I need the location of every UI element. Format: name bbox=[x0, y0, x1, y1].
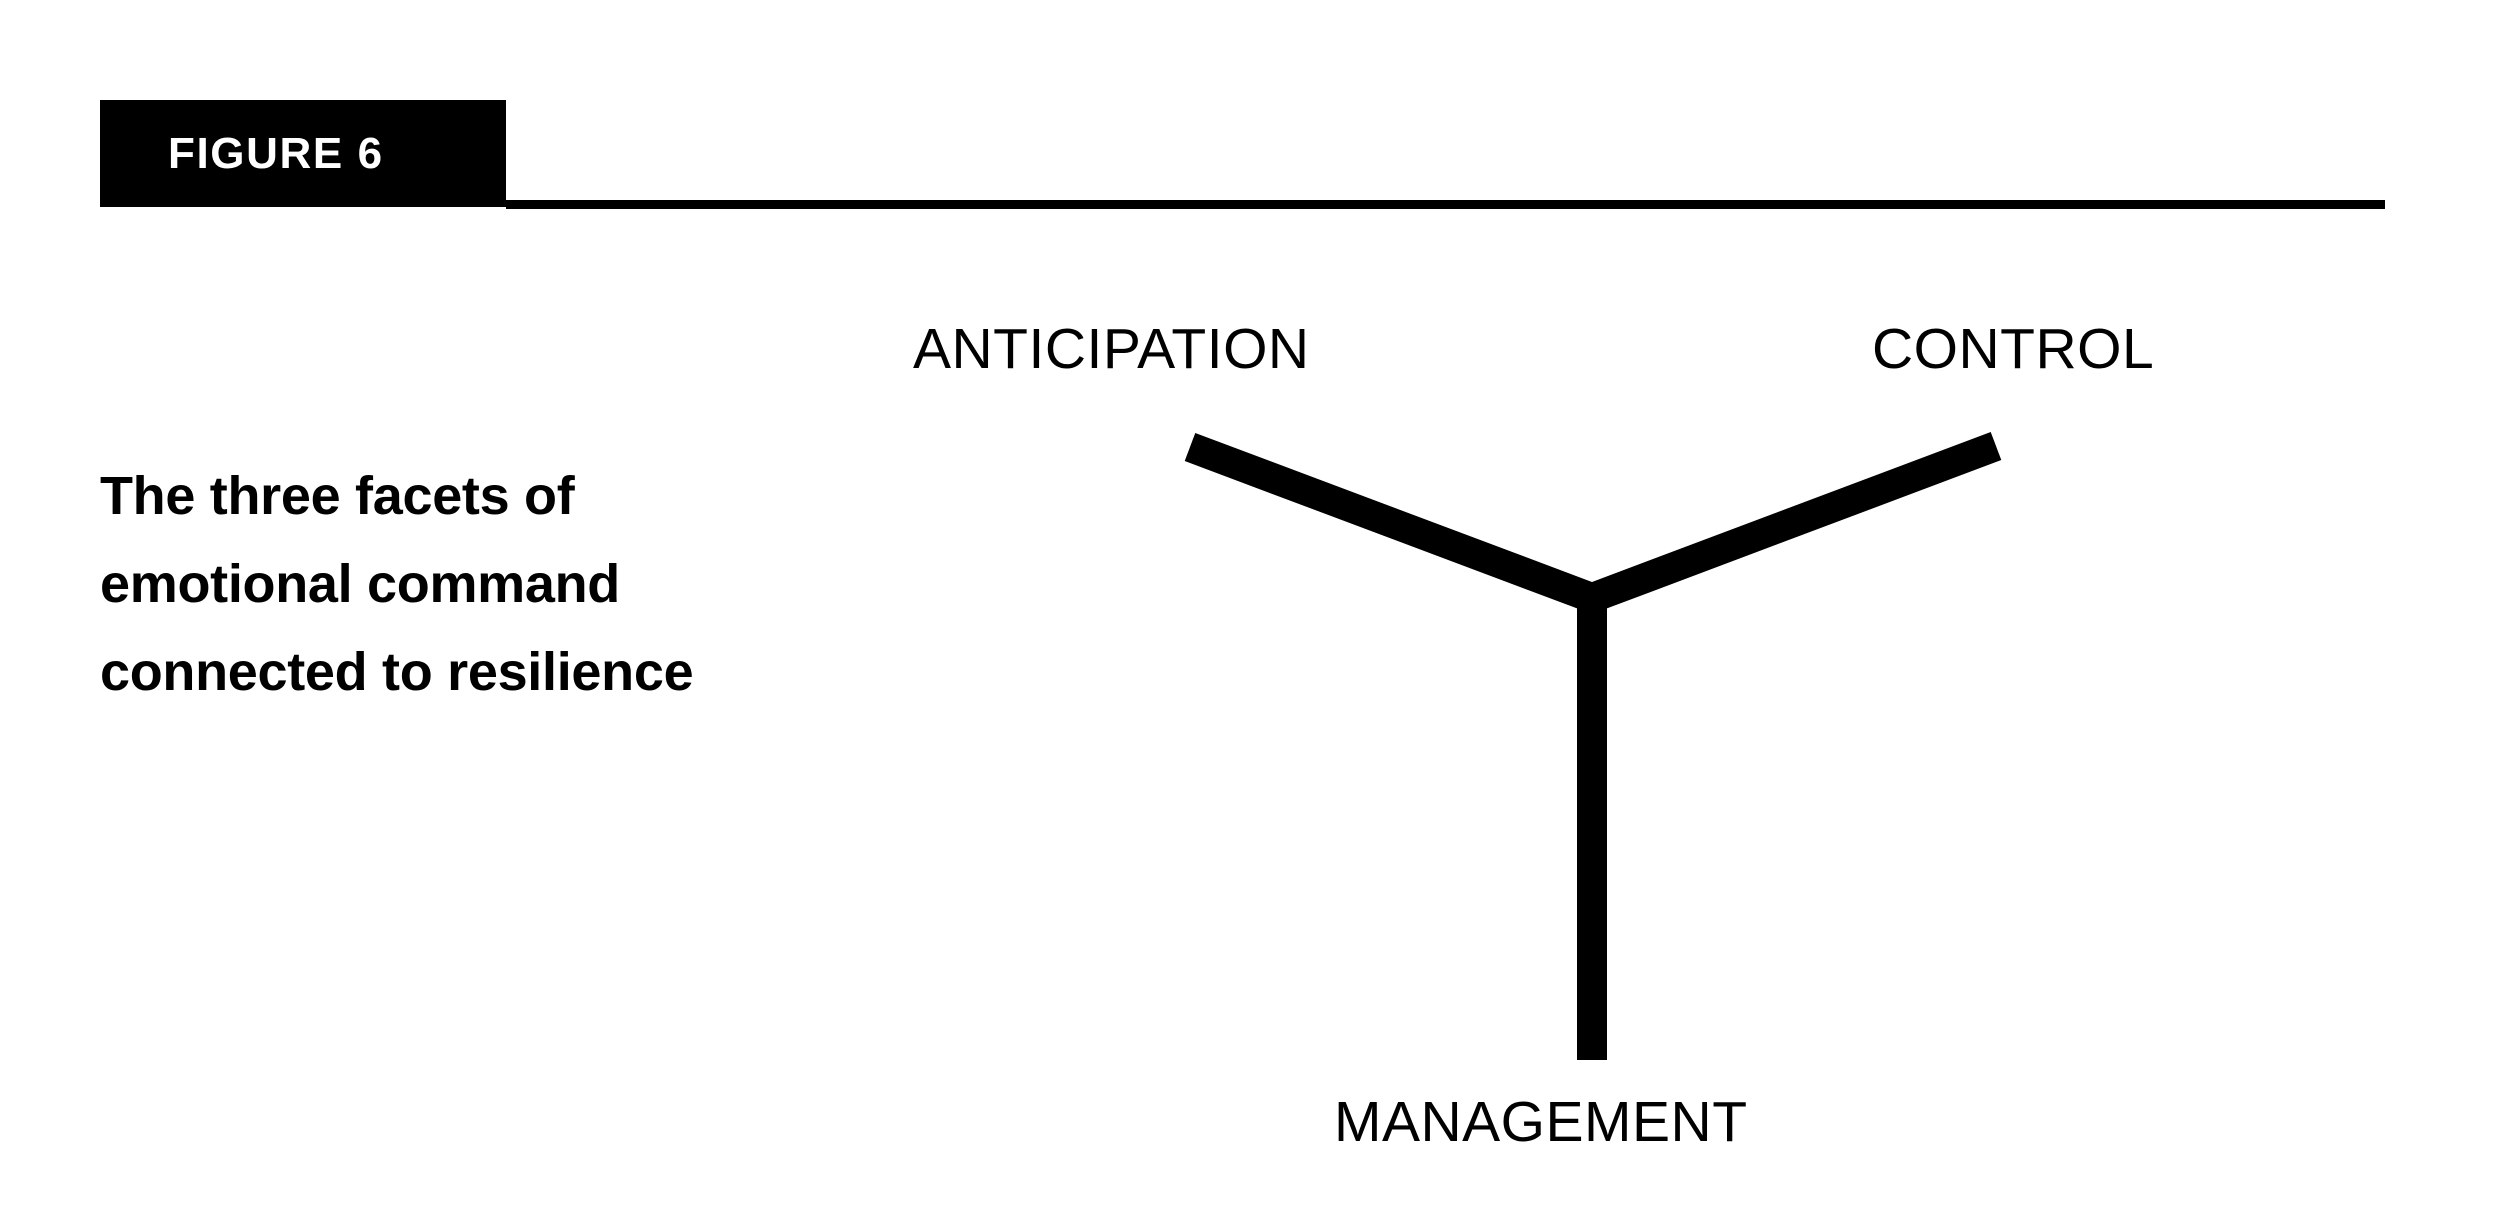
node-label-anticipation: ANTICIPATION bbox=[913, 317, 1310, 381]
edge-junction-to-control bbox=[1586, 431, 2002, 613]
figure-caption: The three facets of emotional command co… bbox=[100, 466, 694, 702]
edge-junction-to-anticipation bbox=[1184, 432, 1598, 613]
header-divider-rule bbox=[506, 200, 2385, 209]
figure-header: FIGURE 6 bbox=[0, 0, 2501, 230]
node-label-management: MANAGEMENT bbox=[1334, 1090, 1748, 1154]
figure-number-label: FIGURE 6 bbox=[168, 129, 384, 178]
node-label-control: CONTROL bbox=[1872, 317, 2155, 381]
figure-number-badge: FIGURE 6 bbox=[100, 100, 506, 207]
